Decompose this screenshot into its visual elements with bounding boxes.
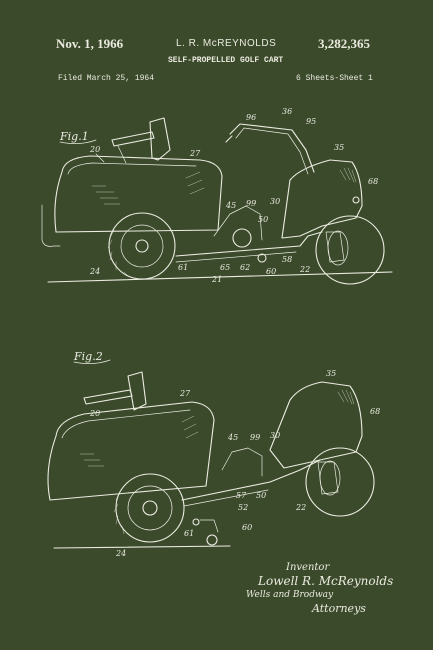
- fig1-hood: [281, 159, 363, 239]
- fig2-motor: [221, 447, 263, 477]
- fig1-body: [54, 155, 223, 233]
- fig2-ref-20: 20: [89, 409, 100, 418]
- fig1-rear-tire-shading: [107, 229, 129, 277]
- fig2-ref-50: 50: [256, 491, 266, 500]
- fig2-ref-27: 27: [179, 389, 191, 398]
- fig2-body-rim: [61, 409, 191, 439]
- sheet-count: 6 Sheets-Sheet 1: [296, 74, 373, 83]
- patent-title: SELF-PROPELLED GOLF CART: [168, 56, 284, 65]
- fig2-seat-rail: [83, 389, 133, 405]
- fig1-ref-95: 95: [306, 117, 316, 126]
- fig2-ref-45: 45: [227, 433, 238, 442]
- fig2-ref-30: 30: [270, 431, 280, 440]
- patent-number: 3,282,365: [318, 36, 370, 51]
- fig1-seat-rail: [111, 131, 155, 147]
- fig1-rear-wheel-rim: [120, 224, 164, 268]
- fig1-frame: [175, 231, 323, 257]
- fig2-seat-back: [127, 371, 147, 411]
- fig2-frame-lower: [183, 489, 269, 507]
- fig1-handle-inner: [235, 127, 309, 175]
- fig2-hood: [269, 381, 363, 469]
- fig1-ref-68: 68: [368, 177, 378, 186]
- fig1-ref-58: 58: [282, 255, 292, 264]
- figure-1-label-underline: [59, 139, 97, 144]
- fig2-ref-99: 99: [250, 433, 260, 442]
- fig1-handle-grip: [225, 135, 233, 143]
- filed-date: Filed March 25, 1964: [58, 74, 155, 83]
- fig2-front-wheel: [305, 447, 375, 517]
- fig2-caster-wheel: [206, 534, 218, 546]
- fig2-rear-wheel-hub: [142, 500, 158, 516]
- figure-2: Fig.2: [47, 350, 380, 558]
- patent-date: Nov. 1, 1966: [56, 36, 124, 51]
- fig2-caster-pivot: [192, 518, 200, 526]
- fig2-ref-35: 35: [326, 369, 336, 378]
- fig1-ref-99: 99: [246, 199, 256, 208]
- attorneys-label: Attorneys: [312, 602, 366, 615]
- fig2-ref-60: 60: [242, 523, 252, 532]
- fig1-leader-20: [95, 153, 105, 163]
- fig2-ref-24: 24: [115, 549, 126, 558]
- fig1-ref-35: 35: [334, 143, 344, 152]
- fig2-hood-shading: [337, 389, 355, 405]
- fig2-frame: [181, 459, 321, 501]
- figure-2-label: Fig.2: [73, 350, 103, 363]
- fig1-body-shading: [91, 171, 205, 205]
- fig1-front-wheel-hub: [327, 230, 349, 266]
- fig1-ref-22: 22: [299, 265, 310, 274]
- fig1-ref-65: 65: [220, 263, 230, 272]
- fig1-pulley: [232, 228, 252, 248]
- fig2-ref-68: 68: [370, 407, 380, 416]
- fig1-body-rim: [67, 162, 197, 175]
- fig1-ref-36: 36: [282, 107, 292, 116]
- fig1-frame-lower: [175, 251, 297, 263]
- fig1-front-wheel: [315, 215, 385, 285]
- fig2-rear-tire-shading: [113, 491, 125, 535]
- fig2-body: [47, 401, 215, 501]
- fig1-seat-post: [117, 145, 127, 164]
- fig2-rear-wheel: [115, 473, 185, 543]
- fig1-ref-30: 30: [270, 197, 280, 206]
- fig1-ref-21: 21: [211, 275, 222, 284]
- fig1-ref-24: 24: [89, 267, 100, 276]
- figure-2-label-underline: [73, 359, 111, 364]
- figure-1: Fig.1: [41, 107, 393, 285]
- fig2-ref-52: 52: [238, 503, 248, 512]
- fig2-ref-61: 61: [184, 529, 194, 538]
- fig1-ref-27: 27: [189, 149, 201, 158]
- fig1-ref-61: 61: [178, 263, 188, 272]
- fig1-caster: [257, 253, 267, 263]
- figure-1-label: Fig.1: [59, 130, 89, 143]
- fig1-ground: [47, 271, 393, 283]
- attorney-firm: Wells and Brodway: [246, 590, 334, 600]
- fig1-ref-60: 60: [266, 267, 276, 276]
- fig1-front-fork: [325, 231, 345, 263]
- inventor-header: L. R. McREYNOLDS: [176, 38, 277, 49]
- fig2-body-shading: [79, 415, 199, 467]
- fig2-ref-57: 57: [236, 491, 247, 500]
- fig2-front-fork: [317, 461, 339, 495]
- inventor-signature: Lowell R. McReynolds: [258, 574, 394, 588]
- fig1-ref-50: 50: [258, 215, 268, 224]
- fig1-ref-45: 45: [225, 201, 236, 210]
- fig2-caster-arm: [199, 519, 219, 533]
- fig1-motor: [213, 205, 263, 241]
- fig1-headlamp: [352, 196, 360, 204]
- fig1-rear-wheel: [108, 212, 176, 280]
- fig2-front-wheel-hub: [319, 460, 341, 496]
- fig2-ground: [53, 545, 231, 549]
- fig1-rear-wheel-hub: [135, 239, 149, 253]
- fig1-body-bumper: [41, 204, 61, 247]
- fig1-ref-20: 20: [89, 145, 100, 154]
- fig2-rear-wheel-rim: [127, 485, 173, 531]
- fig1-ref-62: 62: [240, 263, 250, 272]
- fig1-seat-back: [149, 117, 171, 161]
- fig1-handle: [229, 123, 315, 173]
- fig1-ref-96: 96: [246, 113, 256, 122]
- fig1-hood-shading: [339, 167, 357, 183]
- fig2-ref-22: 22: [295, 503, 306, 512]
- inventor-heading: Inventor: [286, 562, 330, 573]
